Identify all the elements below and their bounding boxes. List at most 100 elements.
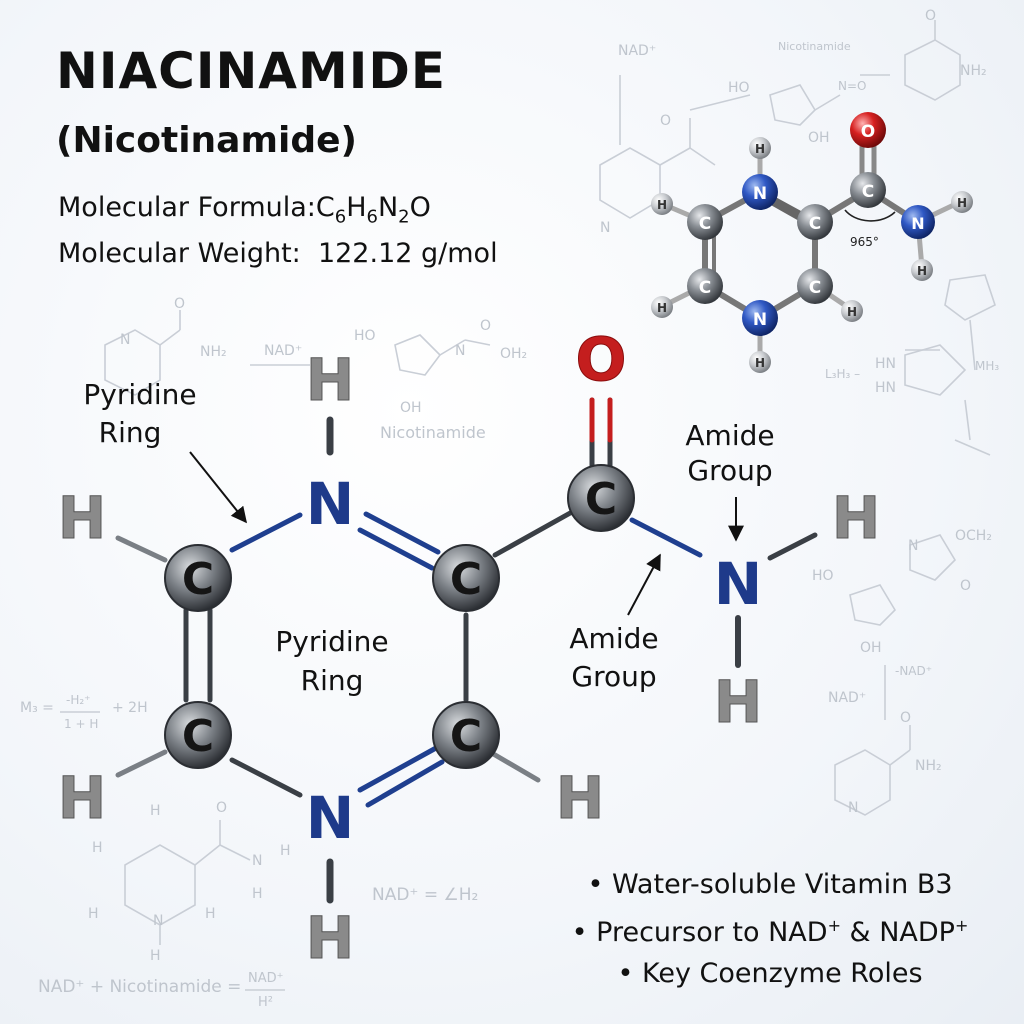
svg-text:N: N bbox=[455, 343, 465, 359]
fact-item: • Key Coenzyme Roles bbox=[617, 958, 923, 989]
svg-text:C: C bbox=[699, 214, 711, 234]
small-atom-h bbox=[651, 193, 673, 215]
svg-text:C: C bbox=[862, 182, 874, 202]
molecular-formula: Molecular Formula:C6H6N2O bbox=[58, 192, 431, 227]
bg-ring-right-2 bbox=[904, 344, 967, 396]
small-atom-h bbox=[749, 351, 771, 373]
label-amide-upper-1: Amide bbox=[685, 419, 774, 452]
svg-text:H: H bbox=[88, 906, 99, 922]
formula-subscript: 2 bbox=[398, 206, 410, 228]
atom-carbon bbox=[432, 544, 500, 612]
svg-text:O: O bbox=[216, 800, 227, 816]
small-atom-h bbox=[951, 191, 973, 213]
background-text: NAD⁺ Nicotinamide HO OH N=O NH₂ O N O NH… bbox=[20, 8, 999, 1010]
svg-text:NAD⁺ = ∠H₂: NAD⁺ = ∠H₂ bbox=[372, 885, 478, 905]
bond-n-c-bottom-double-1 bbox=[357, 745, 439, 793]
bond-c-n-amide bbox=[629, 517, 703, 558]
svg-text:H: H bbox=[150, 948, 161, 964]
svg-text:1 + H: 1 + H bbox=[64, 717, 98, 731]
bg-pyridine-ring-1 bbox=[599, 147, 661, 219]
formula-subscript: 6 bbox=[334, 206, 347, 228]
molecular-formula-label: Molecular Formula: bbox=[58, 192, 316, 223]
atom-c-label: C bbox=[182, 554, 214, 605]
svg-text:OH: OH bbox=[808, 130, 830, 146]
svg-text:C: C bbox=[809, 278, 821, 298]
svg-text:HN: HN bbox=[875, 356, 896, 372]
bg-ribose-3 bbox=[849, 584, 897, 626]
atom-o-carbonyl: O bbox=[575, 325, 626, 395]
molecular-weight-value: 122.12 g/mol bbox=[317, 238, 498, 269]
atom-c-label: C bbox=[450, 554, 482, 605]
bond-n-c-bottom-double-2 bbox=[365, 759, 445, 808]
bg-pyridine-ring-5 bbox=[124, 844, 196, 926]
arrow-pyridine bbox=[189, 451, 247, 524]
svg-text:O: O bbox=[660, 113, 671, 129]
svg-text:H: H bbox=[657, 198, 667, 212]
svg-text:Nicotinamide: Nicotinamide bbox=[380, 423, 486, 442]
atom-h: H bbox=[306, 346, 355, 414]
svg-text:HO: HO bbox=[812, 568, 834, 584]
svg-text:H: H bbox=[150, 803, 161, 819]
svg-text:NH₂: NH₂ bbox=[200, 344, 227, 360]
bond-angle-arc bbox=[844, 209, 896, 222]
svg-text:NAD⁺ + Nicotinamide =: NAD⁺ + Nicotinamide = bbox=[38, 977, 241, 997]
label-pyridine-outer-2: Ring bbox=[99, 416, 162, 449]
small-atom-n bbox=[742, 300, 778, 336]
atom-c-label: C bbox=[585, 474, 617, 525]
small-atom-c bbox=[687, 268, 723, 304]
svg-text:C: C bbox=[699, 278, 711, 298]
atom-h: H bbox=[58, 764, 107, 832]
small-atom-h bbox=[841, 300, 863, 322]
small-atom-c bbox=[797, 204, 833, 240]
svg-text:H: H bbox=[917, 264, 927, 278]
small-atom-h bbox=[651, 296, 673, 318]
svg-text:O: O bbox=[480, 318, 491, 334]
svg-text:OH: OH bbox=[400, 400, 422, 416]
svg-text:N: N bbox=[753, 310, 767, 330]
bond-c-n-bottom-left bbox=[229, 757, 303, 798]
label-pyridine-outer-1: Pyridine bbox=[83, 378, 196, 411]
atom-n-ring-bottom: N bbox=[306, 784, 355, 852]
page-subtitle: (Nicotinamide) bbox=[56, 120, 357, 161]
atom-c-label: C bbox=[182, 711, 214, 762]
atom-carbon bbox=[164, 701, 232, 769]
svg-text:C: C bbox=[809, 214, 821, 234]
svg-text:H: H bbox=[957, 196, 967, 210]
facts-list: • Water-soluble Vitamin B3 • Precursor t… bbox=[540, 864, 1000, 994]
small-atom-c bbox=[850, 172, 886, 208]
bond-n-c-double-1 bbox=[363, 511, 441, 555]
svg-text:OH: OH bbox=[860, 640, 882, 656]
svg-text:+ 2H: + 2H bbox=[112, 700, 148, 716]
small-atom-h bbox=[749, 137, 771, 159]
ball-stick-atoms: H H N C C C O N H H C C H H N H bbox=[651, 112, 973, 373]
svg-text:Nicotinamide: Nicotinamide bbox=[778, 40, 851, 53]
svg-text:N: N bbox=[911, 214, 924, 233]
formula-element: O bbox=[409, 192, 431, 223]
svg-text:O: O bbox=[960, 578, 971, 594]
svg-text:H: H bbox=[280, 843, 291, 859]
svg-text:N: N bbox=[848, 800, 858, 816]
formula-element: N bbox=[377, 192, 399, 223]
svg-text:N: N bbox=[252, 853, 262, 869]
molecular-weight-label: Molecular Weight: bbox=[58, 238, 301, 269]
small-atom-c bbox=[687, 204, 723, 240]
atom-h: H bbox=[714, 668, 763, 736]
small-atom-n bbox=[901, 205, 935, 239]
ball-stick-bonds bbox=[662, 132, 963, 363]
svg-text:-H₂⁺: -H₂⁺ bbox=[66, 693, 91, 707]
bond-n-c-double-2 bbox=[357, 527, 435, 571]
svg-text:H: H bbox=[847, 305, 857, 319]
svg-text:H: H bbox=[92, 840, 103, 856]
svg-text:N: N bbox=[153, 913, 163, 929]
small-atom-n bbox=[742, 174, 778, 210]
molecular-weight: Molecular Weight: 122.12 g/mol bbox=[58, 238, 498, 269]
svg-text:N: N bbox=[120, 332, 130, 348]
svg-text:HO: HO bbox=[354, 328, 376, 344]
svg-text:-NAD⁺: -NAD⁺ bbox=[895, 664, 932, 678]
svg-text:MH₃: MH₃ bbox=[975, 359, 999, 373]
svg-text:H: H bbox=[205, 906, 216, 922]
svg-text:NH₂: NH₂ bbox=[960, 63, 987, 79]
svg-text:O: O bbox=[861, 122, 875, 142]
svg-text:N: N bbox=[908, 538, 918, 554]
